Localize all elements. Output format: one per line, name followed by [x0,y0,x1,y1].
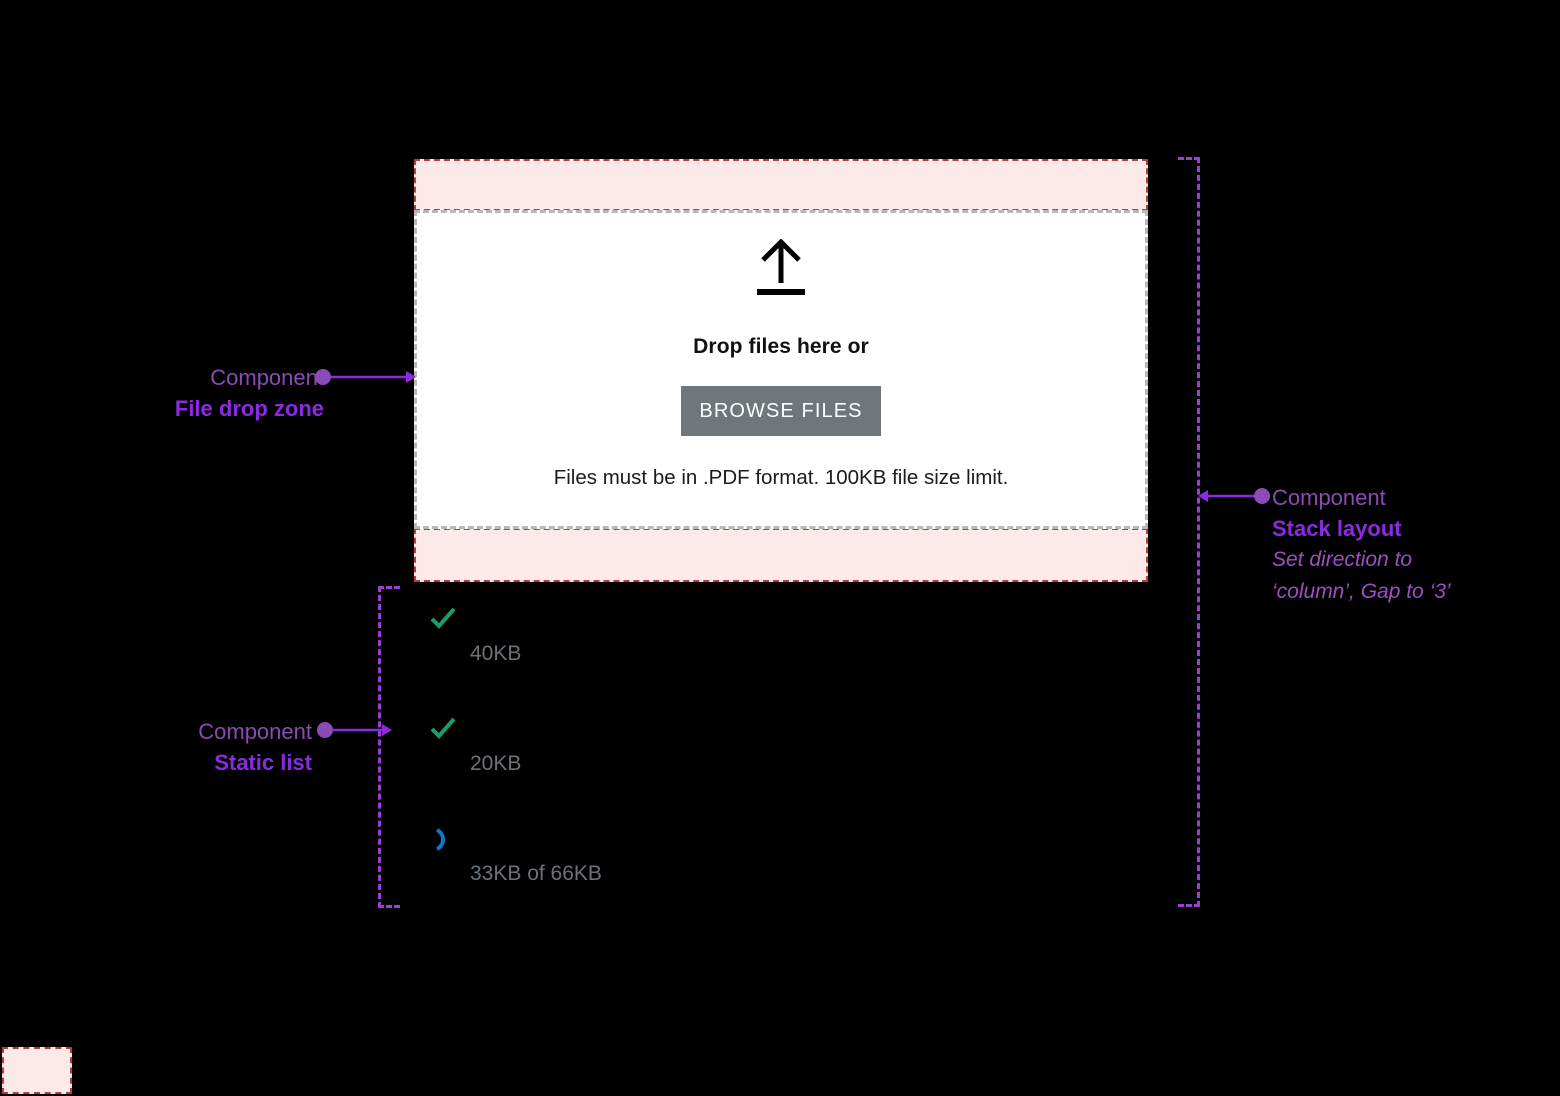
upload-arrow-icon [757,239,805,295]
drop-zone-title: Drop files here or [693,335,869,358]
check-icon [430,607,456,629]
browse-files-button[interactable]: BROWSE FILES [681,386,881,436]
callout-name: File drop zone [174,396,324,422]
callout-note-line-2: ‘column’, Gap to ‘3’ [1272,579,1451,603]
leader-line-static-list [317,722,392,738]
stack-layout-bracket [1178,157,1200,907]
static-list-bracket [378,586,400,908]
list-item[interactable]: 33KB of 66KB [420,816,1120,926]
file-progress: 33KB of 66KB [470,862,602,885]
spacing-band-top [414,159,1148,211]
callout-static-list: Component Static list [172,716,312,778]
callout-name: Static list [214,750,312,776]
static-list: 40KB 20KB 33KB of 66KB [420,596,1120,926]
spinner-icon [435,828,445,851]
spacing-legend-swatch [2,1047,72,1094]
list-item[interactable]: 40KB [420,596,1120,706]
file-size: 40KB [470,642,522,665]
leader-line-stack-layout [1198,488,1270,504]
callout-stack-layout: Component Stack layout Set direction to … [1272,482,1532,607]
leader-line-drop-zone [315,369,416,385]
callout-kind: Component [210,365,324,390]
file-size: 20KB [470,752,522,775]
check-icon [430,717,456,739]
callout-name: Stack layout [1272,516,1402,542]
callout-file-drop-zone: Component File drop zone [144,362,324,424]
spacing-band-bottom [414,528,1148,582]
list-item[interactable]: 20KB [420,706,1120,816]
file-drop-zone[interactable]: Drop files here or BROWSE FILES Files mu… [414,210,1148,529]
callout-kind: Component [1272,485,1386,510]
callout-kind: Component [198,719,312,744]
drop-zone-hint: Files must be in .PDF format. 100KB file… [553,466,1009,489]
callout-note-line-1: Set direction to [1272,548,1413,572]
